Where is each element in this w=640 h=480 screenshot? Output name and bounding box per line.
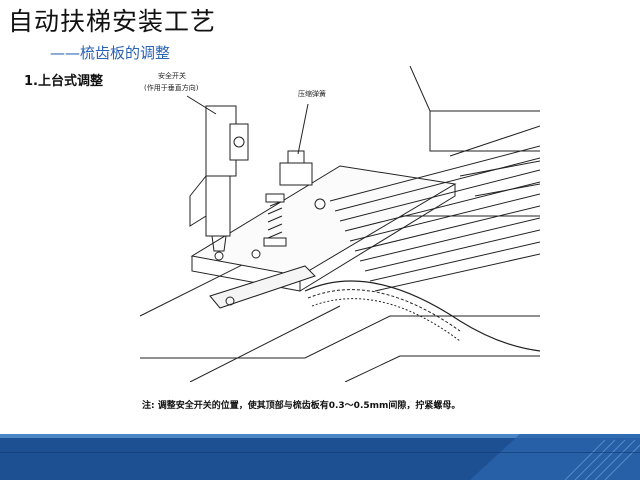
adjustment-note: 注: 调整安全开关的位置，使其顶部与梳齿板有0.3～0.5mm间隙，拧紧螺母。 (142, 401, 461, 411)
comb-plate-adjustment-diagram: 安全开关 (作用于垂直方向) 压缩弹簧 (139, 66, 540, 382)
label-safety-switch-direction: (作用于垂直方向) (144, 83, 199, 92)
slide-subtitle: ——梳齿板的调整 (50, 44, 171, 62)
footer-band (0, 434, 640, 480)
slide-title: 自动扶梯安装工艺 (8, 7, 217, 36)
label-safety-switch: 安全开关 (158, 71, 186, 80)
section-heading: 1.上台式调整 (24, 74, 103, 89)
label-compression-spring: 压缩弹簧 (298, 89, 326, 98)
